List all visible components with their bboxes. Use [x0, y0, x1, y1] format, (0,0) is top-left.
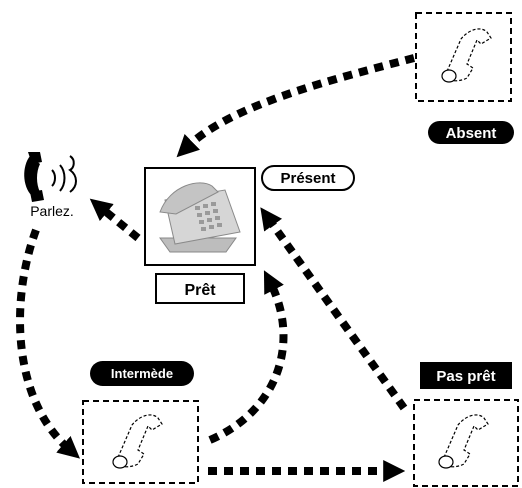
present-badge: Présent	[261, 165, 355, 191]
svg-text:Absent: Absent	[446, 125, 497, 142]
absent-badge: Absent	[428, 121, 514, 144]
phone-handset-icon	[438, 414, 489, 469]
not-ready-station	[413, 399, 519, 487]
talk-label: Parlez.	[30, 203, 74, 219]
intermission-station	[82, 400, 199, 484]
desk-phone-icon	[159, 182, 241, 253]
ready-station	[144, 167, 256, 266]
phone-handset-icon	[112, 414, 163, 469]
svg-text:Prêt: Prêt	[184, 282, 216, 299]
phone-handset-icon	[441, 28, 492, 83]
absent-station	[415, 12, 512, 102]
ready-label-box: Prêt	[155, 273, 245, 304]
speaking-handset-icon	[24, 152, 77, 202]
arrow-talk-to-intermission	[16, 228, 80, 459]
svg-text:Présent: Présent	[280, 170, 335, 187]
arrow-absent-to-ready	[176, 54, 416, 158]
svg-text:Pas prêt: Pas prêt	[436, 368, 495, 385]
arrow-intermission-to-ready	[208, 270, 288, 444]
not-ready-label: Pas prêt	[420, 362, 512, 389]
svg-text:Intermède: Intermède	[111, 366, 173, 381]
arrow-not-ready-to-ready	[260, 207, 408, 411]
arrow-ready-to-talk	[89, 198, 141, 242]
intermission-badge: Intermède	[90, 361, 194, 386]
